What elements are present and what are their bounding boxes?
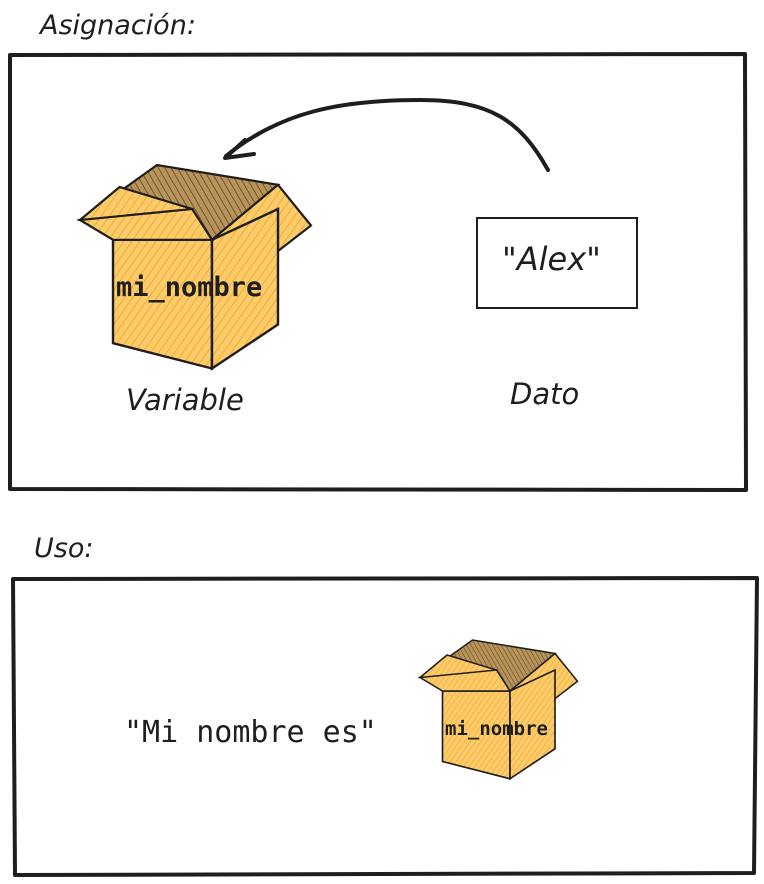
usage-title: Uso: [34,533,94,564]
box-icon-variable [78,163,313,370]
assignment-title: Asignación: [40,10,196,41]
assignment-arrow [224,97,550,172]
variable-box-label: mi_nombre [116,272,263,303]
usage-phrase: "Mi nombre es" [124,715,377,750]
data-value-text: "Alex" [502,240,601,278]
assignment-frame [8,52,748,492]
data-caption: Dato [510,377,580,411]
box-icon-usage [419,639,579,780]
usage-frame [11,576,759,877]
variable-caption: Variable [126,383,244,417]
usage-box-label: mi_nombre [445,718,548,740]
assignment-arrowhead [223,138,256,160]
data-value-box [476,217,638,309]
